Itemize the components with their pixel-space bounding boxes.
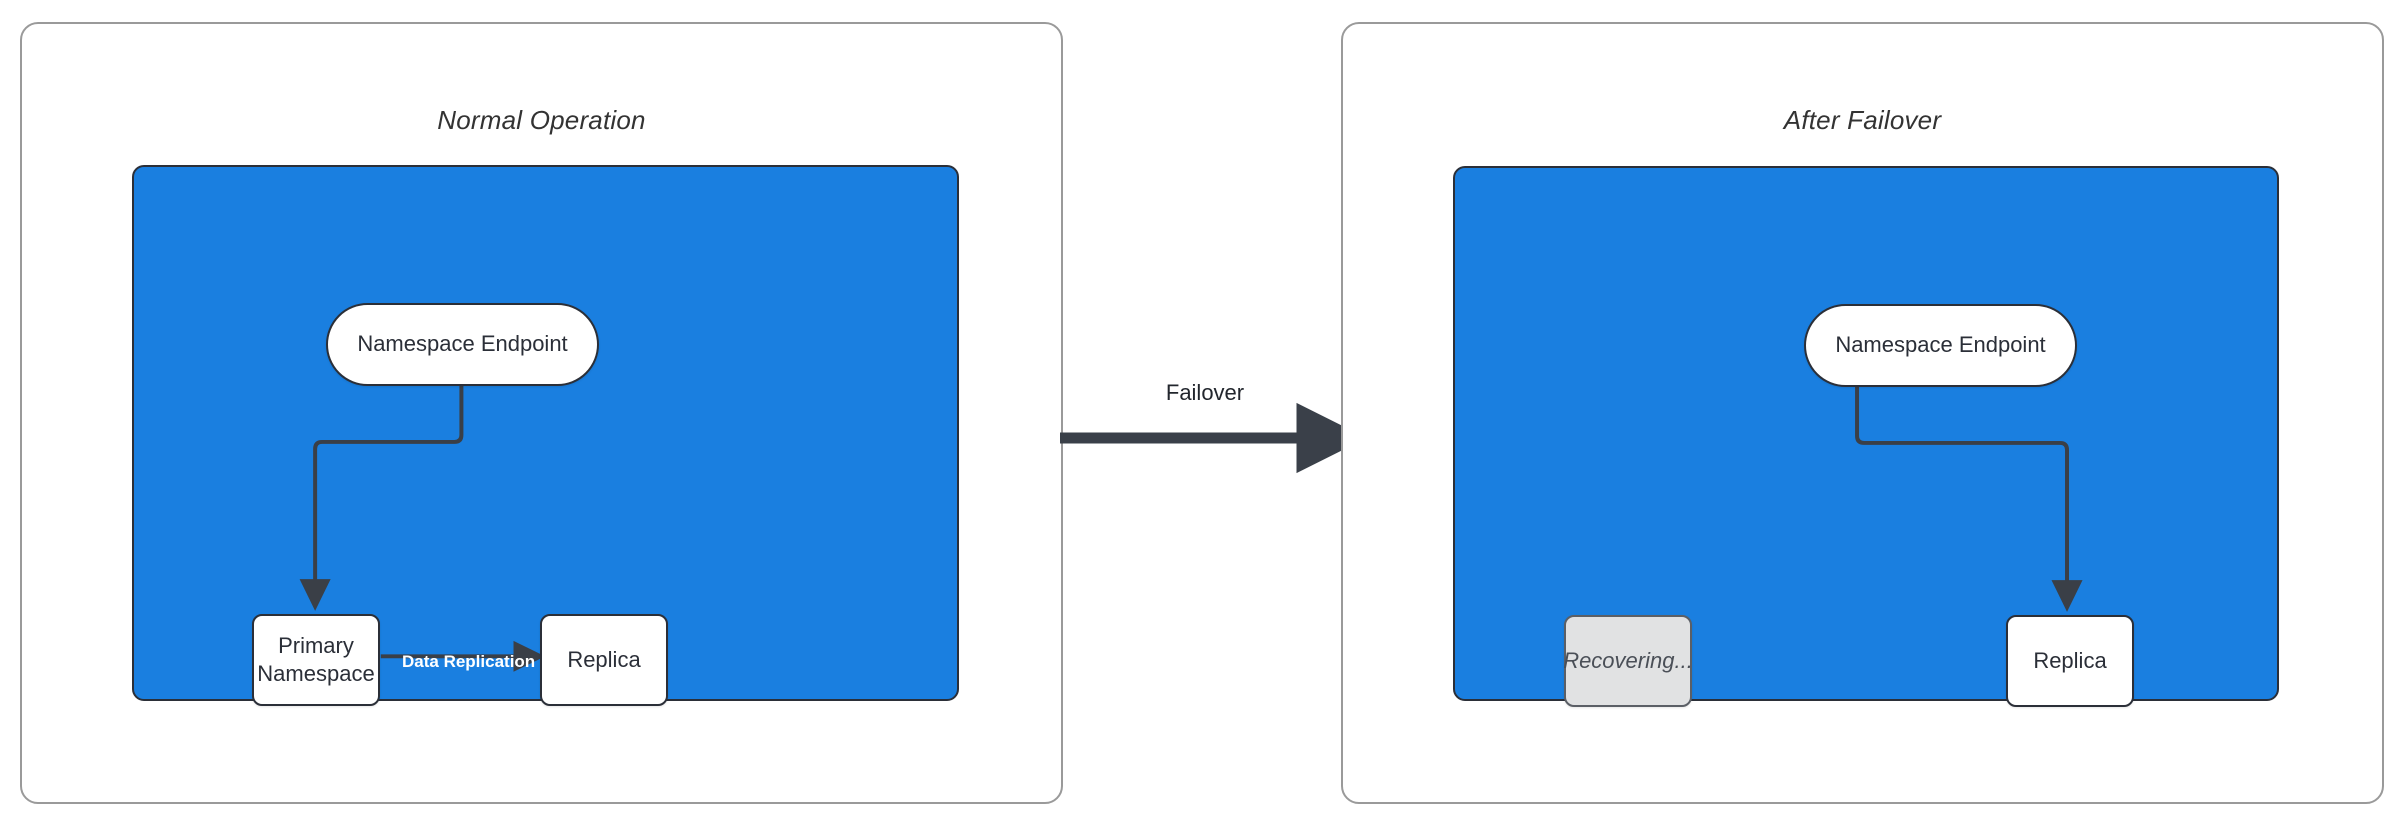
node-primary-namespace-line1: Primary bbox=[278, 632, 354, 658]
node-replica[interactable]: Replica bbox=[2006, 615, 2134, 707]
node-recovering: Recovering... bbox=[1563, 615, 1693, 707]
panel-normal-operation: Normal Operation Namespace Endpoint bbox=[20, 22, 1063, 804]
region-after-failover: Namespace Endpoint Recovering... Replica bbox=[1453, 166, 2279, 707]
node-replica[interactable]: Replica bbox=[540, 614, 668, 706]
node-primary-namespace-line2: Namespace bbox=[257, 661, 375, 686]
region-normal-operation: Namespace Endpoint Primary Namespace Rep… bbox=[132, 165, 959, 706]
node-namespace-endpoint[interactable]: Namespace Endpoint bbox=[326, 303, 599, 386]
panel-title-normal-operation: Normal Operation bbox=[437, 105, 646, 135]
failover-transition: Failover bbox=[1055, 380, 1355, 500]
panel-title-after-failover: After Failover bbox=[1783, 105, 1942, 135]
connector-endpoint-to-replica bbox=[1855, 385, 2083, 612]
connector-endpoint-to-primary bbox=[299, 384, 464, 611]
failover-arrow-icon bbox=[1060, 402, 1355, 474]
panel-after-failover: After Failover Namespace Endpoint Recove… bbox=[1341, 22, 2384, 804]
node-namespace-endpoint[interactable]: Namespace Endpoint bbox=[1804, 304, 2077, 387]
node-primary-namespace[interactable]: Primary Namespace bbox=[252, 614, 380, 706]
edge-label-data-replication: Data Replication bbox=[402, 652, 536, 671]
failover-arrow-label: Failover bbox=[1165, 380, 1245, 405]
